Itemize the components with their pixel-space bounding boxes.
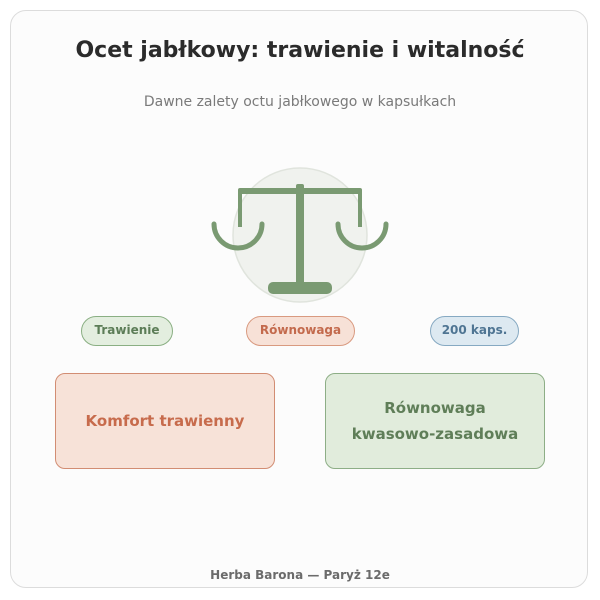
card-digestive-comfort-label: Komfort trawienny [85, 412, 245, 430]
card-acid-base-balance: Równowaga kwasowo-zasadowa [325, 373, 545, 469]
page-subtitle: Dawne zalety octu jabłkowego w kapsułkac… [143, 94, 457, 110]
balance-scale-icon [211, 167, 389, 303]
page-title: Ocet jabłkowy: trawienie i witalność [75, 38, 525, 63]
tag-trawienie: Trawienie [81, 316, 173, 346]
card-acid-base-line2: kwasowo-zasadowa [351, 425, 519, 443]
card-digestive-comfort: Komfort trawienny [55, 373, 275, 469]
tag-rownowaga: Równowaga [246, 316, 355, 346]
card-acid-base-line1: Równowaga [384, 399, 486, 417]
footer-text: Herba Barona — Paryż 12e [210, 568, 390, 582]
tag-capsule-count: 200 kaps. [430, 316, 519, 346]
